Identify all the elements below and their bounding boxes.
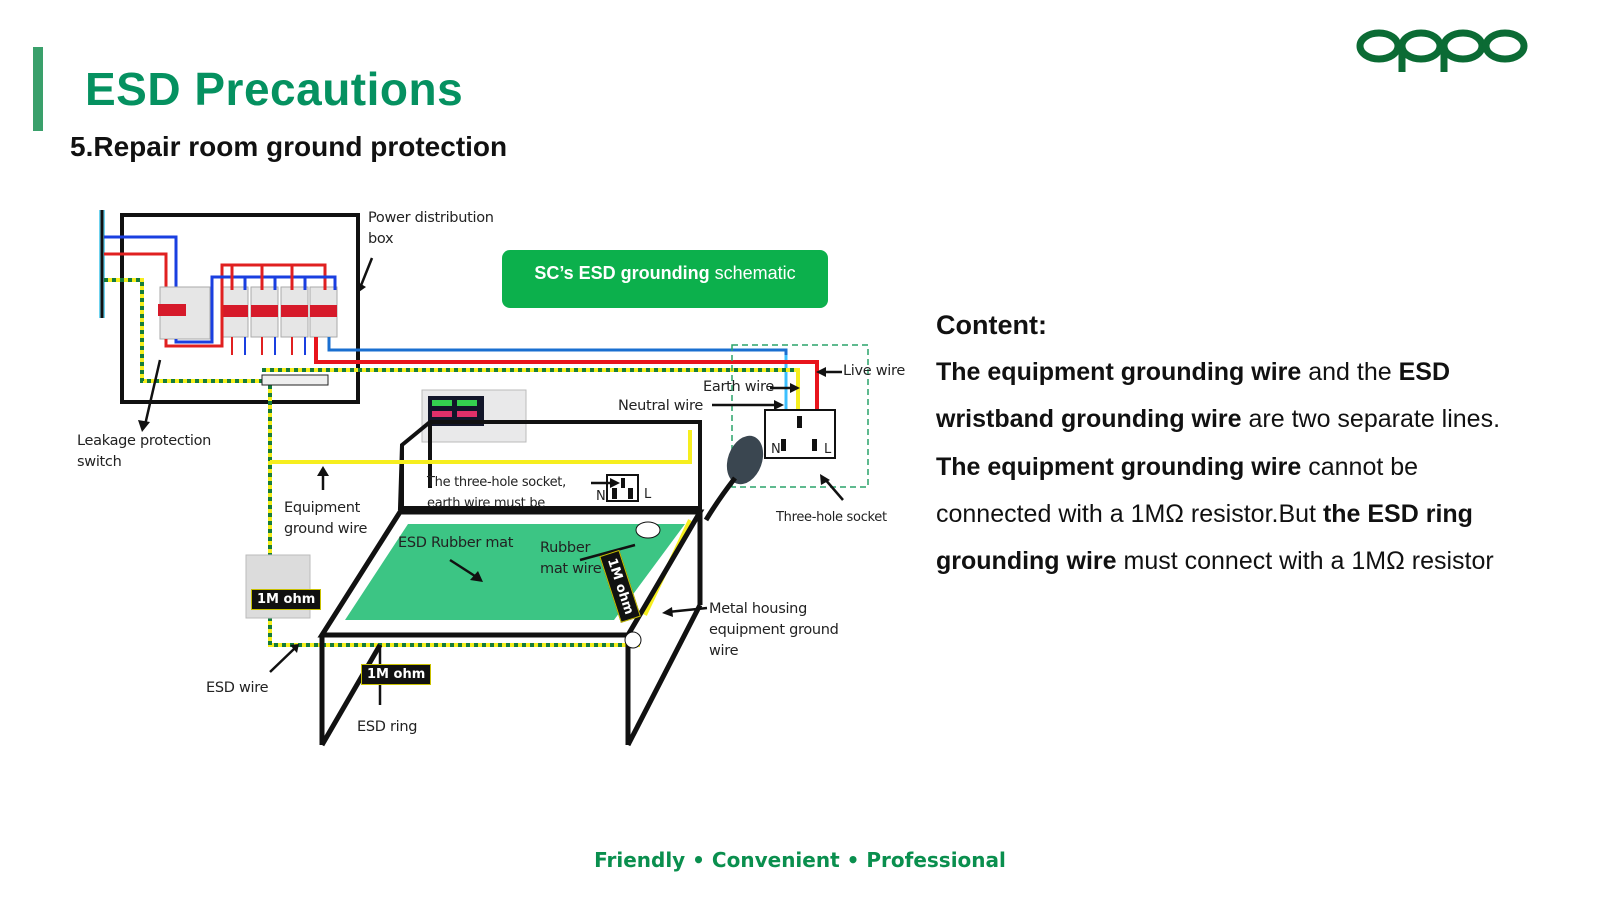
- p2-bold-2: the ESD ring grounding wire: [936, 499, 1473, 576]
- label-three-hole-socket: Three-hole socket: [776, 510, 887, 525]
- label-esd-ring: ESD ring: [357, 719, 418, 735]
- neutral-wire-line: [327, 337, 788, 410]
- label-socket-l: L: [824, 442, 831, 457]
- footer-tagline: Friendly • Convenient • Professional: [594, 848, 1006, 872]
- leakage-protection-switch: [158, 286, 211, 340]
- p2-text-2: must connect with a 1MΩ resistor: [1116, 547, 1494, 576]
- p1-bold-1: The equipment grounding wire: [936, 358, 1302, 387]
- workbench: [317, 509, 705, 747]
- dc-power-supply-icon: [421, 389, 527, 443]
- equipment-ground-wire-line: [270, 430, 692, 464]
- label-esd-wire: ESD wire: [206, 680, 269, 696]
- p1-bold-2: ESD wristband grounding wire: [936, 358, 1450, 434]
- p2-bold-1: The equipment grounding wire: [936, 452, 1302, 481]
- content-paragraph-1: The equipment grounding wire and the ESD…: [936, 349, 1516, 443]
- content-paragraph-2: The equipment grounding wire cannot be c…: [936, 444, 1516, 586]
- section-subtitle: 5.Repair room ground protection: [70, 131, 508, 162]
- resistor-badge-ring: 1M ohm: [361, 664, 432, 685]
- label-socket-note: The three-hole socket,earth wire must be: [427, 475, 566, 511]
- label-live-wire: Live wire: [843, 363, 905, 379]
- content-panel: Content: The equipment grounding wire an…: [936, 302, 1516, 585]
- p1-text-2: are two separate lines.: [1241, 405, 1501, 434]
- p2-text-1: cannot be connected with a 1MΩ resistor.…: [936, 452, 1419, 528]
- label-rubber-mat: ESD Rubber mat: [398, 535, 514, 551]
- title-accent-bar: [33, 47, 43, 131]
- schematic-title-bold: SC’s ESD grounding: [534, 262, 710, 283]
- socket-dashed-frame: [731, 344, 869, 488]
- earth-wire-line: [104, 278, 800, 647]
- earth-terminal-bar: [261, 374, 329, 386]
- live-wire-line: [314, 337, 819, 410]
- page-title: ESD Precautions: [85, 63, 464, 115]
- label-earth-wire: Earth wire: [703, 379, 774, 395]
- p1-text-1: and the: [1301, 358, 1399, 387]
- content-heading: Content:: [936, 310, 1047, 340]
- label-shelf-socket-n: N: [596, 489, 606, 504]
- power-plug-icon: [703, 435, 764, 522]
- label-neutral-wire: Neutral wire: [618, 398, 703, 414]
- oppo-logo: [1356, 29, 1528, 72]
- esd-rubber-mat: [345, 524, 685, 620]
- circuit-breakers: [220, 286, 338, 338]
- schematic-title-light: schematic: [714, 262, 796, 283]
- power-distribution-box: [120, 213, 360, 404]
- schematic-title-banner: SC’s ESD grounding schematic: [502, 250, 828, 308]
- resistor-badge-wall: 1M ohm: [251, 589, 322, 610]
- label-socket-n: N: [771, 442, 781, 457]
- three-hole-socket-icon: [764, 409, 836, 459]
- label-shelf-socket-l: L: [644, 487, 651, 502]
